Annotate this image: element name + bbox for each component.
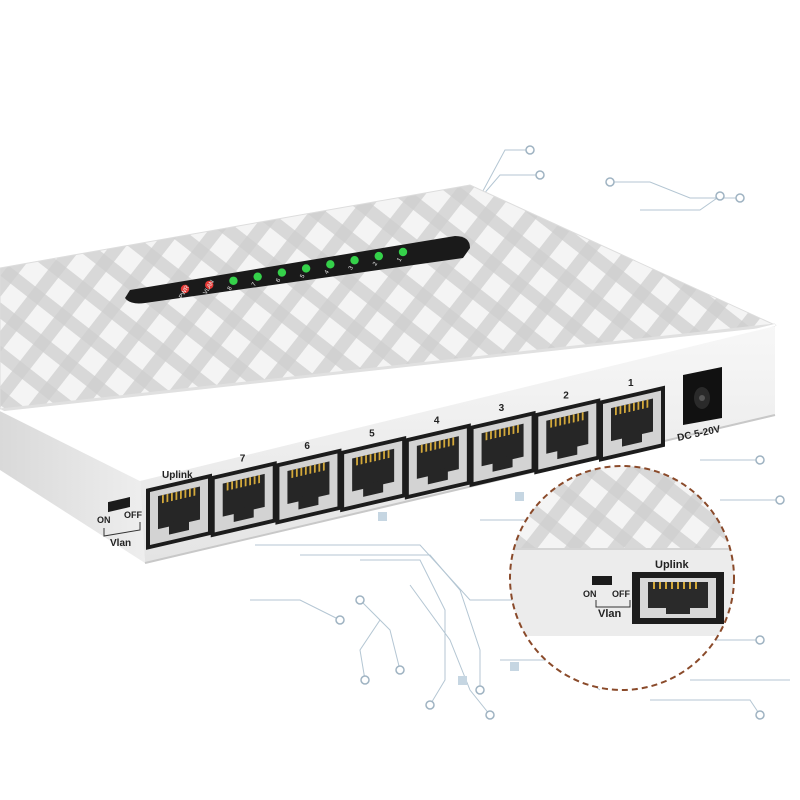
ethernet-port-2[interactable] [534, 398, 601, 475]
vlan-label: Vlan [110, 538, 131, 549]
port-label: 4 [434, 416, 440, 427]
led-port-4 [326, 260, 335, 269]
vlan-switch[interactable]: ON OFF Vlan [97, 496, 142, 549]
led-port-7 [253, 272, 262, 281]
switch-left-side [0, 410, 145, 563]
led-label: 5 [300, 273, 307, 279]
inset-uplink-port [632, 572, 724, 624]
led-label: 2 [372, 261, 379, 267]
port-label: 6 [304, 441, 310, 452]
led-port-5 [301, 264, 311, 273]
inset-zoom: Uplink ON OFF Vlan [509, 465, 735, 691]
dc-power-jack[interactable] [683, 367, 722, 425]
ethernet-port-6[interactable] [275, 448, 342, 525]
led-label: 3 [348, 265, 355, 271]
inset-vlan-label: Vlan [598, 608, 622, 620]
vlan-off-label: OFF [124, 510, 142, 520]
ethernet-port-4[interactable] [404, 423, 471, 500]
inset-on-label: ON [583, 589, 597, 599]
led-label: 4 [324, 269, 331, 275]
vlan-on-label: ON [97, 515, 111, 525]
led-port-8 [229, 276, 238, 285]
port-label: 2 [563, 391, 569, 402]
led-port-2 [374, 251, 383, 261]
led-power [180, 284, 190, 294]
led-label: 6 [275, 277, 282, 283]
ethernet-port-3[interactable] [469, 410, 536, 488]
led-label: 8 [227, 285, 234, 291]
led-label: 1 [397, 257, 404, 263]
ethernet-port-7[interactable] [210, 461, 277, 538]
led-port-6 [277, 268, 287, 277]
ethernet-port-uplink[interactable] [146, 473, 212, 550]
port-label: Uplink [162, 470, 193, 481]
port-label: 3 [499, 403, 505, 414]
led-vlan [205, 280, 214, 290]
led-label: 7 [251, 281, 258, 287]
port-label: 1 [628, 378, 634, 389]
port-label: 5 [369, 428, 375, 439]
switch-top-surface [0, 185, 775, 410]
ethernet-ports: Uplink 7 6 5 4 3 2 1 [146, 378, 665, 550]
ethernet-port-1[interactable] [599, 385, 665, 462]
inset-off-label: OFF [612, 589, 630, 599]
inset-uplink-label: Uplink [655, 559, 689, 571]
led-port-1 [398, 247, 408, 257]
ethernet-port-5[interactable] [340, 435, 407, 513]
led-port-3 [350, 256, 359, 265]
port-label: 7 [240, 453, 246, 464]
